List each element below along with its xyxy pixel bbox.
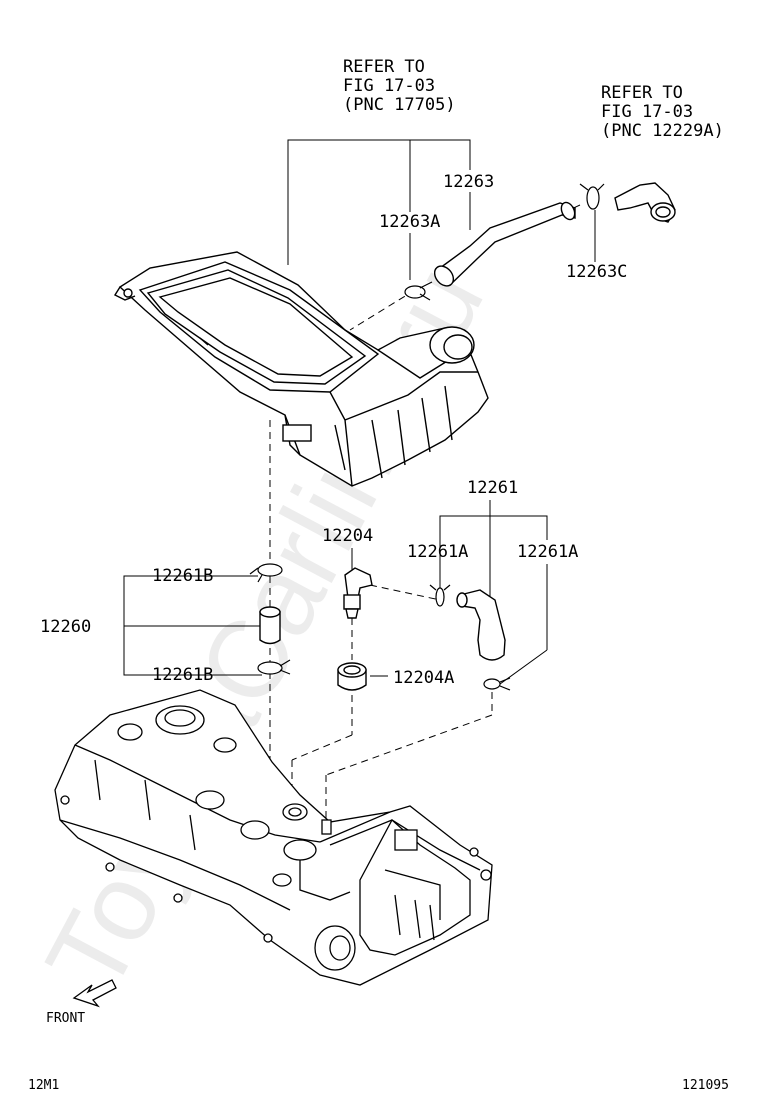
leader-lines	[123, 139, 596, 685]
label-12263: 12263	[443, 172, 494, 192]
label-12261A-right: 12261A	[517, 542, 578, 562]
elbow-connector	[614, 182, 676, 223]
label-12261A-left: 12261A	[407, 542, 468, 562]
clamp-12261A-left	[429, 584, 451, 607]
ref-top: REFER TO FIG 17-03 (PNC 17705)	[343, 57, 456, 115]
footer-right-code: 121095	[682, 1078, 729, 1093]
ref-right-line-2: FIG 17-03	[601, 102, 693, 122]
front-label: FRONT	[46, 1011, 85, 1026]
ref-top-line-1: REFER TO	[343, 57, 425, 77]
clamp-12263C	[579, 183, 605, 210]
ref-right: REFER TO FIG 17-03 (PNC 12229A)	[601, 83, 724, 141]
clamp-12261B-bottom	[257, 659, 291, 675]
hose-12260	[259, 606, 281, 645]
label-12204: 12204	[322, 526, 373, 546]
clamp-12263A	[404, 281, 433, 301]
ref-top-line-3: (PNC 17705)	[343, 95, 456, 115]
cylinder-head-cover	[54, 689, 493, 986]
label-12204A: 12204A	[393, 668, 454, 688]
clamp-12261B-top	[249, 563, 283, 583]
clamp-12261A-right	[483, 677, 511, 691]
label-12263C: 12263C	[566, 262, 627, 282]
ref-right-line-3: (PNC 12229A)	[601, 121, 724, 141]
dashed-lines	[269, 204, 581, 848]
ref-right-line-1: REFER TO	[601, 83, 683, 103]
front-arrow-icon	[72, 979, 117, 1008]
grommet-12204A	[337, 662, 367, 691]
label-12260: 12260	[40, 617, 91, 637]
hose-12261	[456, 589, 506, 661]
air-cleaner-case	[113, 251, 489, 487]
hose-12263	[433, 201, 576, 287]
ref-top-line-2: FIG 17-03	[343, 76, 435, 96]
label-12263A: 12263A	[379, 212, 440, 232]
footer-left-code: 12M1	[28, 1078, 59, 1093]
label-12261: 12261	[467, 478, 518, 498]
pcv-valve-12204	[343, 567, 373, 619]
